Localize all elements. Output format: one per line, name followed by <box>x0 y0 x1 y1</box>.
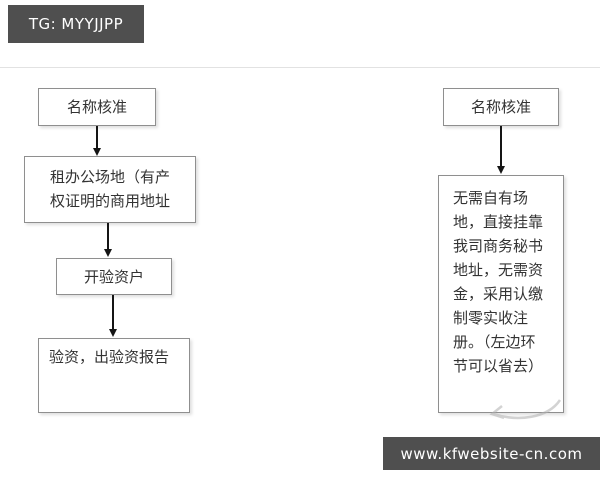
down-arrow-icon <box>92 126 101 156</box>
flow-box-label: 名称核准 <box>470 98 531 116</box>
arrow-head <box>92 148 101 156</box>
tg-badge-label: TG: MYYJJPP <box>28 15 124 33</box>
website-badge: www.kfwebsite-cn.com <box>383 437 600 470</box>
flow-box-label: 无需自有场地，直接挂靠我司商务秘书地址，无需资金，采用认缴制零实收注册。（左边环… <box>453 189 544 375</box>
arrow-head <box>103 249 112 257</box>
flow-box-label: 验资，出验资报告 <box>49 348 170 366</box>
divider-line <box>0 67 600 68</box>
arrow-shaft <box>111 295 114 329</box>
flow-box-label: 名称核准 <box>66 98 127 116</box>
flow-box-right-no-premises: 无需自有场地，直接挂靠我司商务秘书地址，无需资金，采用认缴制零实收注册。（左边环… <box>438 175 564 413</box>
flow-box-left-rent-office: 租办公场地（有产权证明的商用地址 <box>24 156 196 223</box>
arrow-head <box>496 166 505 174</box>
website-badge-label: www.kfwebsite-cn.com <box>400 444 583 463</box>
down-arrow-icon <box>108 295 117 337</box>
flow-box-label: 开验资户 <box>83 267 144 286</box>
flow-box-left-open-account: 开验资户 <box>56 258 172 295</box>
arrow-shaft <box>499 126 502 166</box>
down-arrow-icon <box>496 126 505 174</box>
watermark-swirl <box>489 399 562 420</box>
arrow-shaft <box>95 126 98 148</box>
down-arrow-icon <box>103 223 112 257</box>
arrow-head <box>108 329 117 337</box>
tg-badge: TG: MYYJJPP <box>8 5 144 43</box>
arrow-shaft <box>106 223 109 249</box>
flow-box-right-name-approval: 名称核准 <box>443 88 559 126</box>
flow-box-left-verification-report: 验资，出验资报告 <box>38 338 190 413</box>
flow-box-left-name-approval: 名称核准 <box>38 88 156 126</box>
flow-box-label: 租办公场地（有产权证明的商用地址 <box>50 168 171 210</box>
